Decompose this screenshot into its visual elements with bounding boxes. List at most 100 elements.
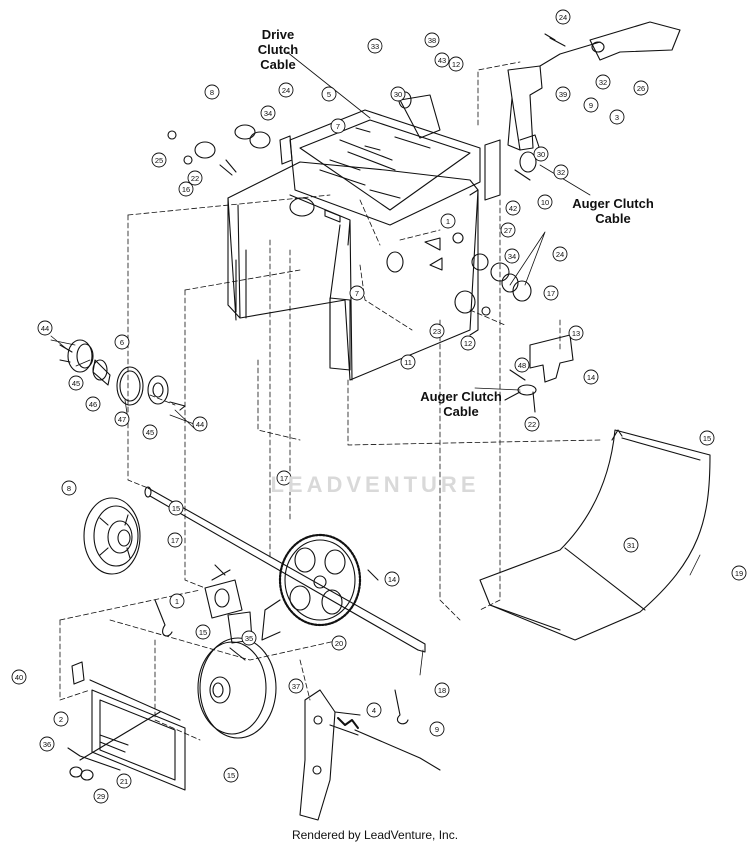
callout-number: 8 (210, 88, 214, 97)
auger-clutch-cable-mid-label: Auger Clutch Cable (413, 389, 509, 419)
callout-circle (390, 86, 406, 102)
callout-circle (505, 200, 521, 216)
callout-circle (434, 52, 450, 68)
callout-circle (204, 84, 220, 100)
callout-number: 30 (537, 150, 545, 159)
callout-circle (187, 170, 203, 186)
callout-circle (609, 109, 625, 125)
callout-number: 15 (199, 628, 207, 637)
callout-number: 43 (438, 56, 446, 65)
callout-number: 34 (264, 109, 272, 118)
callout-number: 13 (572, 329, 580, 338)
callout-number: 11 (404, 358, 412, 367)
assembly-lines (59, 61, 601, 741)
callout-circle (85, 396, 101, 412)
friction-wheel (197, 637, 277, 739)
callout-number: 14 (587, 373, 595, 382)
callout-number: 14 (388, 575, 396, 584)
callout-number: 15 (172, 504, 180, 513)
callout-number: 15 (227, 771, 235, 780)
callout-number: 12 (452, 60, 460, 69)
callout-circle (568, 325, 584, 341)
callout-circle (11, 669, 27, 685)
callout-number: 33 (371, 42, 379, 51)
callout-number: 44 (41, 324, 49, 333)
drive-gear (261, 533, 362, 641)
callout-circle (39, 736, 55, 752)
left-pulley-assembly (59, 339, 186, 411)
callout-number: 40 (15, 673, 23, 682)
callout-number: 32 (557, 168, 565, 177)
callout-number: 17 (171, 536, 179, 545)
callout-circle (223, 767, 239, 783)
callout-circle (367, 38, 383, 54)
callout-circle (731, 565, 747, 581)
callout-circle (429, 721, 445, 737)
callout-number: 45 (146, 428, 154, 437)
callout-number: 44 (196, 420, 204, 429)
callout-circle (460, 335, 476, 351)
callout-number: 29 (97, 792, 105, 801)
upper-pulleys (167, 124, 293, 176)
auger-cable-bracket (504, 334, 574, 413)
callout-number: 5 (327, 90, 331, 99)
callout-circle (278, 82, 294, 98)
callout-circle (349, 285, 365, 301)
callout-circle (276, 470, 292, 486)
callout-circle (448, 56, 464, 72)
callout-circle (504, 248, 520, 264)
callout-number: 25 (155, 156, 163, 165)
callout-circle (623, 537, 639, 553)
callout-circle (543, 285, 559, 301)
callout-circle (68, 375, 84, 391)
callout-circle (500, 222, 516, 238)
main-shaft (144, 486, 426, 653)
callout-number: 16 (182, 185, 190, 194)
callout-circle (366, 702, 382, 718)
callout-circle (192, 416, 208, 432)
callout-number: 24 (556, 250, 564, 259)
callout-circle (37, 320, 53, 336)
callout-circle (429, 323, 445, 339)
callout-number: 2 (59, 715, 63, 724)
callout-number: 36 (43, 740, 51, 749)
callout-circle (114, 411, 130, 427)
auger-clutch-cable-top-line-2: Cable (595, 211, 631, 226)
callout-number: 18 (438, 686, 446, 695)
callout-number: 4 (372, 706, 376, 715)
callout-circle (553, 164, 569, 180)
callout-circle (583, 369, 599, 385)
callout-number: 32 (599, 78, 607, 87)
callout-number: 9 (435, 725, 439, 734)
callout-circle (331, 635, 347, 651)
callout-number: 7 (336, 122, 340, 131)
callout-circle (330, 118, 346, 134)
callout-number: 23 (433, 327, 441, 336)
callout-circle (555, 86, 571, 102)
callout-number: 46 (89, 400, 97, 409)
flange-bracket (204, 564, 253, 644)
callout-circle (321, 86, 337, 102)
callout-number: 15 (703, 434, 711, 443)
callout-number: 10 (541, 198, 549, 207)
callout-circle (114, 334, 130, 350)
callout-circle (169, 593, 185, 609)
callout-number: 22 (528, 420, 536, 429)
callout-number: 7 (355, 289, 359, 298)
drive-clutch-cable-line-3: Cable (260, 57, 296, 72)
callout-number: 39 (559, 90, 567, 99)
callout-number: 22 (191, 174, 199, 183)
callout-number: 3 (615, 113, 619, 122)
callout-number: 24 (282, 86, 290, 95)
callout-circle (260, 105, 276, 121)
callout-circle (595, 74, 611, 90)
callout-circle (151, 152, 167, 168)
callout-circle (555, 9, 571, 25)
callout-circle (583, 97, 599, 113)
callout-circle (168, 500, 184, 516)
leader-lines (50, 51, 701, 676)
callout-circle (424, 32, 440, 48)
callout-number: 30 (394, 90, 402, 99)
lower-left-frame (67, 661, 186, 791)
